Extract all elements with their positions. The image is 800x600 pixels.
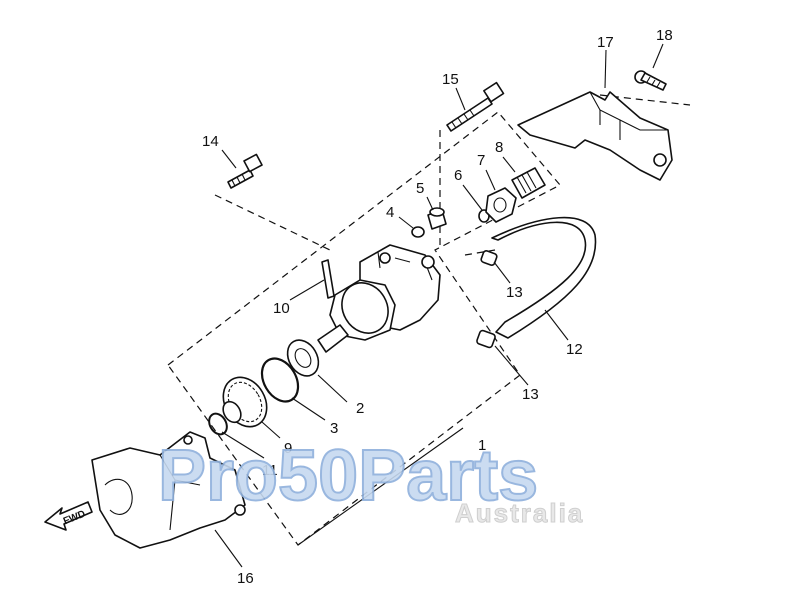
bolt-15 — [446, 81, 505, 132]
bearing-2 — [286, 339, 320, 377]
washer-4 — [411, 226, 425, 238]
callout-numbers: 1 2 3 4 5 6 7 8 9 10 11 12 13 13 14 15 1… — [202, 27, 673, 587]
leader-lines — [214, 43, 664, 568]
callout-8: 8 — [495, 139, 503, 156]
forward-arrow-icon: FWD — [44, 501, 93, 531]
assembly-boundary — [167, 111, 561, 546]
callout-6: 6 — [454, 167, 462, 184]
callout-3: 3 — [330, 420, 338, 437]
bracket-17 — [517, 91, 673, 181]
screw-18 — [634, 70, 667, 91]
bolt-5 — [427, 207, 447, 230]
callout-9: 9 — [284, 440, 292, 457]
callout-16: 16 — [237, 570, 254, 587]
callout-5: 5 — [416, 180, 424, 197]
nut-7 — [485, 187, 517, 223]
callout-18: 18 — [656, 27, 673, 44]
callout-17: 17 — [597, 34, 614, 51]
callout-7: 7 — [477, 152, 485, 169]
hose-clip-13-lower — [476, 329, 496, 349]
bolt-14 — [227, 153, 263, 189]
callout-14: 14 — [202, 133, 219, 150]
callout-2: 2 — [356, 400, 364, 417]
o-ring-3 — [260, 357, 300, 403]
watermark-region: Australia — [455, 498, 584, 528]
oil-pump-body — [317, 244, 441, 353]
callout-13-upper: 13 — [506, 284, 523, 301]
callout-12: 12 — [566, 341, 583, 358]
watermark: Pro50Parts Australia — [157, 435, 584, 529]
watermark-brand: Pro50Parts — [158, 436, 538, 516]
callout-1: 1 — [478, 437, 486, 454]
fitting-8 — [511, 167, 546, 199]
pin-10 — [321, 259, 335, 299]
callout-4: 4 — [386, 204, 394, 221]
hose-clip-13-upper — [480, 250, 498, 266]
callout-10: 10 — [273, 300, 290, 317]
callout-11: 11 — [262, 462, 278, 479]
oil-hose-12 — [491, 216, 597, 339]
crankcase-cover-16 — [91, 431, 246, 549]
callout-13-lower: 13 — [522, 386, 539, 403]
gear-9 — [222, 376, 268, 428]
callout-15: 15 — [442, 71, 459, 88]
